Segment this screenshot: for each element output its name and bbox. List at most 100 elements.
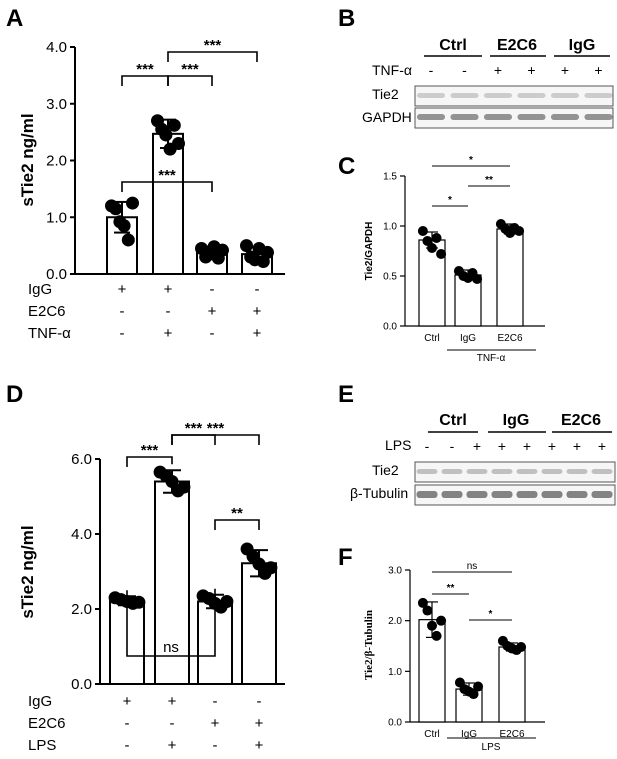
chart-a-data-point	[261, 245, 274, 259]
panel-label-c: C	[338, 153, 355, 180]
chart-f-data-point	[468, 689, 479, 700]
chart-d-data-point	[165, 475, 179, 488]
blot-e-band	[491, 491, 513, 498]
blot-e-sign: -	[425, 438, 430, 454]
chart-c-significance-label: *	[448, 195, 452, 206]
chart-a-significance-label: ***	[204, 37, 222, 54]
chart-a-condition-sign: -	[255, 281, 260, 298]
blot-b-treatment-label: TNF-α	[372, 62, 412, 78]
blot-e-band	[416, 469, 438, 474]
chart-d-condition-sign: +	[168, 693, 177, 710]
chart-a-bar	[152, 132, 184, 275]
chart-d-ytick-label: 4.0	[71, 526, 92, 543]
blot-e-band	[541, 469, 563, 474]
chart-a-data-point	[109, 202, 123, 216]
blot-e-band	[541, 491, 563, 498]
chart-d-ytick-label: 2.0	[71, 601, 92, 618]
blot-e-treatment-label: LPS	[385, 437, 411, 453]
blot-b-group-2: E2C6	[497, 37, 537, 54]
panel-label-f: F	[338, 544, 353, 571]
chart-a-condition-sign: +	[118, 281, 127, 298]
chart-a-significance-label: ***	[158, 167, 176, 184]
chart-a-ytick-label: 1.0	[46, 209, 67, 226]
blot-e-band	[566, 469, 588, 474]
blot-b-band	[416, 114, 446, 120]
blot-e-band	[516, 469, 538, 474]
blot-b-band	[416, 93, 446, 98]
chart-f-data-point	[417, 597, 428, 608]
chart-d-significance-bracket	[171, 434, 260, 445]
blot-e-band	[566, 491, 588, 498]
blot-e-sign: +	[573, 438, 581, 454]
chart-d-condition-label: E2C6	[28, 715, 66, 732]
chart-d-significance-label: **	[231, 505, 243, 522]
chart-f-data-point	[422, 605, 433, 616]
blot-e-sign: +	[548, 438, 556, 454]
chart-a-condition-sign: -	[120, 325, 125, 342]
chart-c-data-point	[417, 226, 428, 236]
chart-a-data-point	[216, 243, 229, 257]
chart-f-data-point	[436, 615, 447, 626]
chart-a-data-point	[172, 136, 185, 150]
blot-b-band	[450, 93, 479, 98]
chart-c-data-point	[436, 249, 447, 259]
chart-c-ytick-label: 1.0	[383, 222, 397, 233]
blot-b-row-gapdh: GAPDH	[362, 109, 412, 125]
chart-d-significance-label: ***	[207, 420, 225, 437]
chart-d-condition-sign: -	[257, 693, 262, 710]
chart-c-data-point	[514, 226, 525, 236]
chart-d-data-point	[264, 561, 278, 575]
blot-e-band	[416, 491, 438, 498]
chart-d-bar	[241, 562, 277, 685]
blot-b-band	[584, 93, 613, 98]
chart-a-condition-label: TNF-α	[28, 325, 71, 342]
chart-c-ytick-label: 0.5	[383, 272, 397, 283]
chart-c-category-label: Ctrl	[424, 333, 440, 344]
blot-e-band	[491, 469, 513, 474]
chart-a-significance-bracket	[121, 181, 213, 192]
chart-f-ytick-label: 2.0	[388, 616, 402, 627]
chart-a-ylabel: sTie2 ng/ml	[18, 113, 37, 206]
chart-c-ytick-label: 1.5	[383, 172, 397, 183]
chart-f-data-point	[516, 642, 527, 653]
chart-d-condition-sign: -	[213, 693, 218, 710]
blot-e-band	[441, 469, 463, 474]
chart-a-ytick-label: 0.0	[46, 266, 67, 283]
chart-d-condition-label: IgG	[28, 693, 52, 710]
blot-e-sign: +	[523, 438, 531, 454]
blot-b-group-3: IgG	[569, 37, 596, 54]
chart-f-significance-label: ns	[467, 561, 478, 572]
blot-e-tie2-strip	[414, 461, 616, 483]
chart-f-ytick-label: 0.0	[388, 718, 402, 729]
blot-b-sign: -	[429, 62, 434, 78]
blot-b-tie2-strip	[414, 85, 614, 107]
chart-a-condition-sign: +	[164, 325, 173, 342]
chart-a-condition-sign: +	[164, 281, 173, 298]
blot-b-band	[584, 114, 613, 120]
chart-a-ytick-label: 3.0	[46, 96, 67, 113]
blot-e-band	[516, 491, 538, 498]
chart-a-condition-sign: -	[210, 281, 215, 298]
chart-a-condition-sign: -	[166, 303, 171, 320]
blot-b-sign: +	[527, 62, 535, 78]
blot-e-tubulin-strip	[414, 484, 616, 506]
chart-a-condition-label: IgG	[28, 281, 52, 298]
chart-a-data-point	[117, 219, 131, 233]
chart-f-ytick-label: 3.0	[388, 566, 402, 577]
blot-e-band	[466, 469, 488, 474]
chart-a-significance-label: ***	[136, 61, 154, 78]
chart-a-condition-sign: +	[208, 303, 217, 320]
blot-e-sign: +	[598, 438, 606, 454]
chart-f-underline-label: LPS	[482, 742, 501, 753]
chart-a-ytick-label: 4.0	[46, 39, 67, 56]
chart-f-ytick-label: 1.0	[388, 667, 402, 678]
blot-b-group-1: Ctrl	[439, 37, 467, 54]
blot-b-sign: +	[561, 62, 569, 78]
blot-b-band	[517, 114, 546, 120]
panel-label-e: E	[338, 381, 354, 408]
blot-e-row-tie2: Tie2	[372, 462, 399, 478]
